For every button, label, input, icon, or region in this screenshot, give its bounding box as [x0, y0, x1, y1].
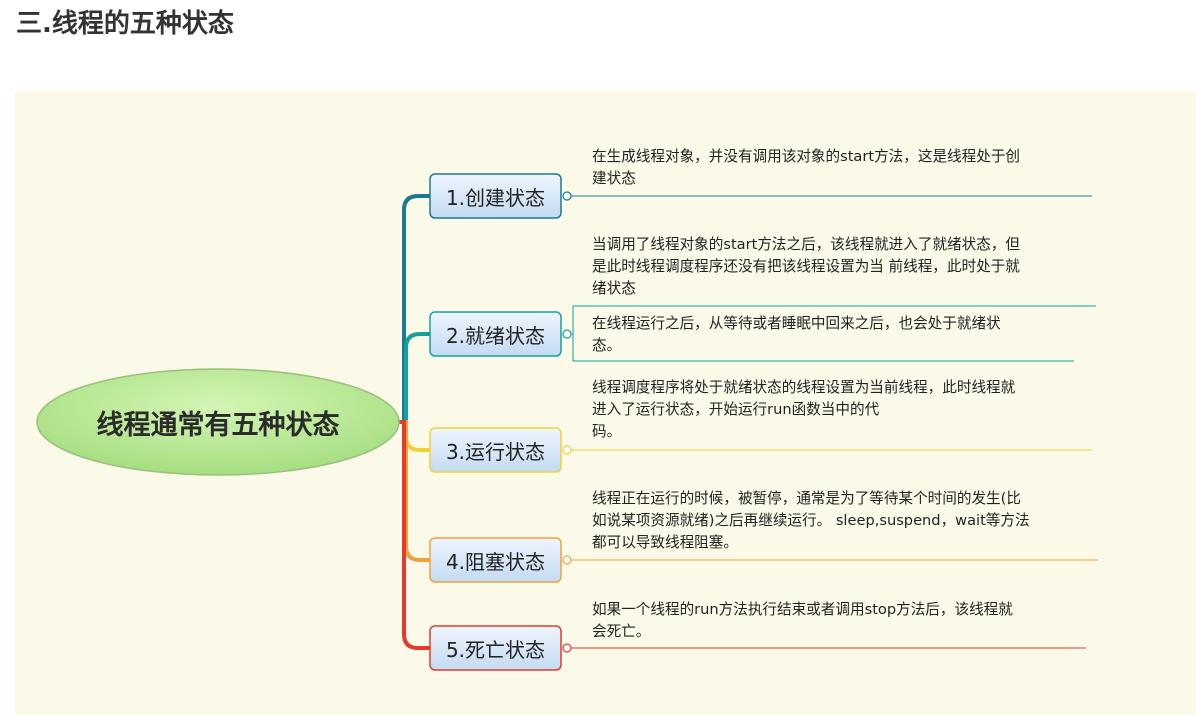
connector-branch-1	[398, 194, 430, 424]
collapse-toggle-1[interactable]	[562, 191, 572, 201]
branch-node-5[interactable]	[429, 625, 562, 671]
note-created: 在生成线程对象，并没有调用该对象的start方法，这是线程处于创 建状态	[592, 148, 1021, 187]
connector-branch-5	[398, 420, 430, 650]
branch-label-1: 1.创建状态	[445, 185, 546, 210]
branch-label-5: 5.死亡状态	[445, 637, 546, 662]
collapse-toggle-5[interactable]	[562, 643, 572, 653]
collapse-toggle-3[interactable]	[562, 445, 572, 455]
note-dead: 如果一个线程的run方法执行结束或者调用stop方法后，该线程就 会死亡。	[592, 601, 1013, 640]
branch-label-4: 4.阻塞状态	[445, 549, 546, 574]
branch-node-1[interactable]	[429, 173, 562, 219]
collapse-toggle-2[interactable]	[562, 329, 572, 339]
note-underline-2b	[572, 334, 1074, 362]
connector-branch-2	[398, 332, 430, 424]
branch-label-2: 2.就绪状态	[445, 323, 546, 348]
collapse-toggle-4[interactable]	[562, 555, 572, 565]
note-ready-2: 在线程运行之后，从等待或者睡眠中回来之后，也会处于就绪状 态。	[592, 315, 1001, 354]
branch-node-2[interactable]	[429, 311, 562, 357]
root-node	[36, 368, 400, 476]
note-blocked: 线程正在运行的时候，被暂停，通常是为了等待某个时间的发生(比 如说某项资源就绪)…	[592, 490, 1030, 551]
branch-label-3: 3.运行状态	[445, 439, 546, 464]
note-running: 线程调度程序将处于就绪状态的线程设置为当前线程，此时线程就 进入了运行状态，开始…	[592, 379, 1016, 440]
branch-node-3[interactable]	[429, 427, 562, 473]
branch-node-4[interactable]	[429, 537, 562, 583]
note-ready-1: 当调用了线程对象的start方法之后，该线程就进入了就绪状态，但 是此时线程调度…	[592, 236, 1021, 297]
root-label: 线程通常有五种状态	[96, 409, 340, 441]
section-title: 三.线程的五种状态	[16, 9, 234, 39]
